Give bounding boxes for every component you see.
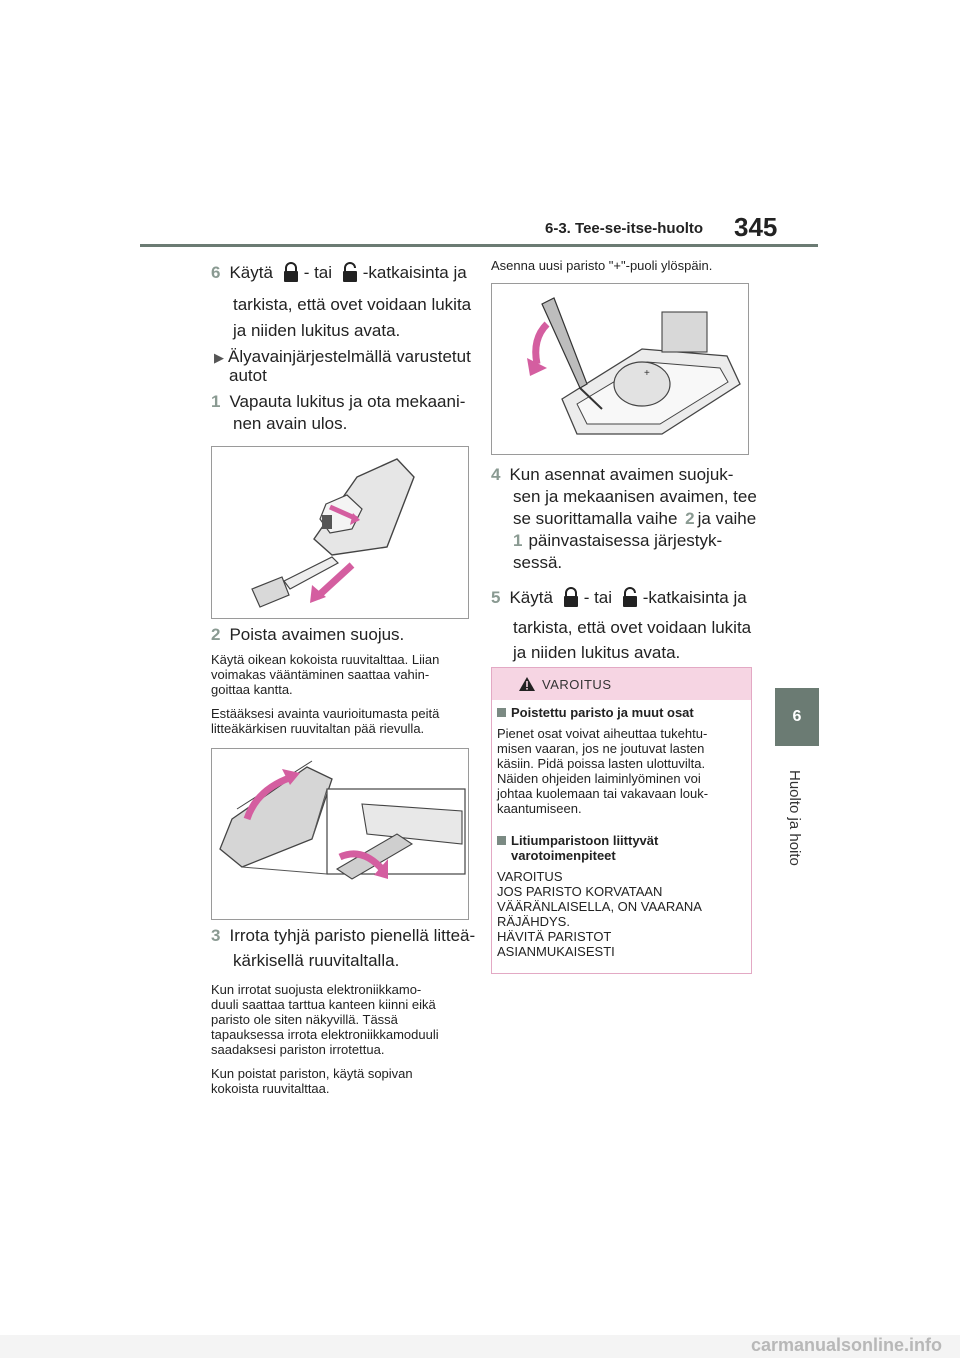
unlock-icon bbox=[342, 262, 357, 282]
section-title: 6-3. Tee-se-itse-huolto bbox=[545, 220, 704, 237]
warning-box: VAROITUS Poistettu paristo ja muut osat … bbox=[491, 667, 752, 974]
step-5-line: tarkista, että ovet voidaan lukita bbox=[513, 618, 752, 637]
bullet-heading-line: autot bbox=[229, 366, 267, 385]
lock-icon bbox=[283, 262, 298, 282]
square-bullet-icon bbox=[497, 836, 506, 845]
warning-text-battery: VAROITUS JOS PARISTO KORVATAAN VÄÄRÄNLAI… bbox=[497, 869, 702, 959]
warning-text-parts: Pienet osat voivat aiheuttaa tukehtu- mi… bbox=[497, 726, 709, 816]
figure-remove-battery: + bbox=[491, 283, 749, 455]
step-reference: 1 bbox=[513, 531, 523, 550]
lock-icon bbox=[563, 587, 578, 607]
step-6-line: tarkista, että ovet voidaan lukita bbox=[233, 295, 472, 314]
unlock-icon bbox=[622, 587, 637, 607]
bullet-heading: ▶Älyavainjärjestelmällä varustetut bbox=[214, 347, 471, 366]
note-cover-removal: Käytä oikean kokoista ruuvitalttaa. Liia… bbox=[211, 652, 440, 697]
step-number: 6 bbox=[211, 263, 221, 282]
triangle-bullet-icon: ▶ bbox=[214, 350, 224, 365]
step-6-line: ja niiden lukitus avata. bbox=[233, 321, 401, 340]
svg-text:+: + bbox=[644, 368, 650, 379]
watermark: carmanualsonline.info bbox=[750, 1335, 942, 1355]
note-screwdriver-size: Kun poistat pariston, käytä sopivan koko… bbox=[211, 1066, 413, 1096]
step-5-line: ja niiden lukitus avata. bbox=[513, 643, 681, 662]
note-install-battery: Asenna uusi paristo "+"-puoli ylöspäin. bbox=[491, 258, 713, 273]
step-reference: 2 bbox=[685, 509, 695, 528]
warning-heading-parts: Poistettu paristo ja muut osat bbox=[497, 705, 694, 720]
figure-remove-mechanical-key bbox=[211, 446, 469, 619]
warning-title: VAROITUS bbox=[542, 677, 612, 692]
square-bullet-icon bbox=[497, 708, 506, 717]
footer-bar bbox=[0, 1335, 960, 1358]
figure-remove-cover bbox=[211, 748, 469, 920]
header-divider bbox=[140, 244, 818, 247]
chapter-tab: 6 bbox=[775, 688, 819, 746]
step-1-line: nen avain ulos. bbox=[233, 414, 348, 433]
step-4-line: sessä. bbox=[513, 553, 563, 572]
note-protect-key: Estääksesi avainta vaurioitumasta peitä … bbox=[211, 706, 440, 736]
warning-heading-battery: Litiumparistoon liittyvät varotoimenpite… bbox=[497, 833, 658, 863]
note-electronic-module: Kun irrotat suojusta elektroniikkamo- du… bbox=[211, 982, 439, 1057]
page-number: 345 bbox=[734, 212, 778, 242]
step-3-line: kärkisellä ruuvitaltalla. bbox=[233, 951, 400, 970]
warning-header: VAROITUS bbox=[492, 668, 751, 700]
step-4-line: sen ja mekaanisen avaimen, tee bbox=[513, 487, 757, 506]
key-button-icon bbox=[322, 515, 332, 529]
warning-triangle-icon bbox=[519, 677, 535, 691]
chapter-label: Huolto ja hoito bbox=[786, 770, 803, 866]
